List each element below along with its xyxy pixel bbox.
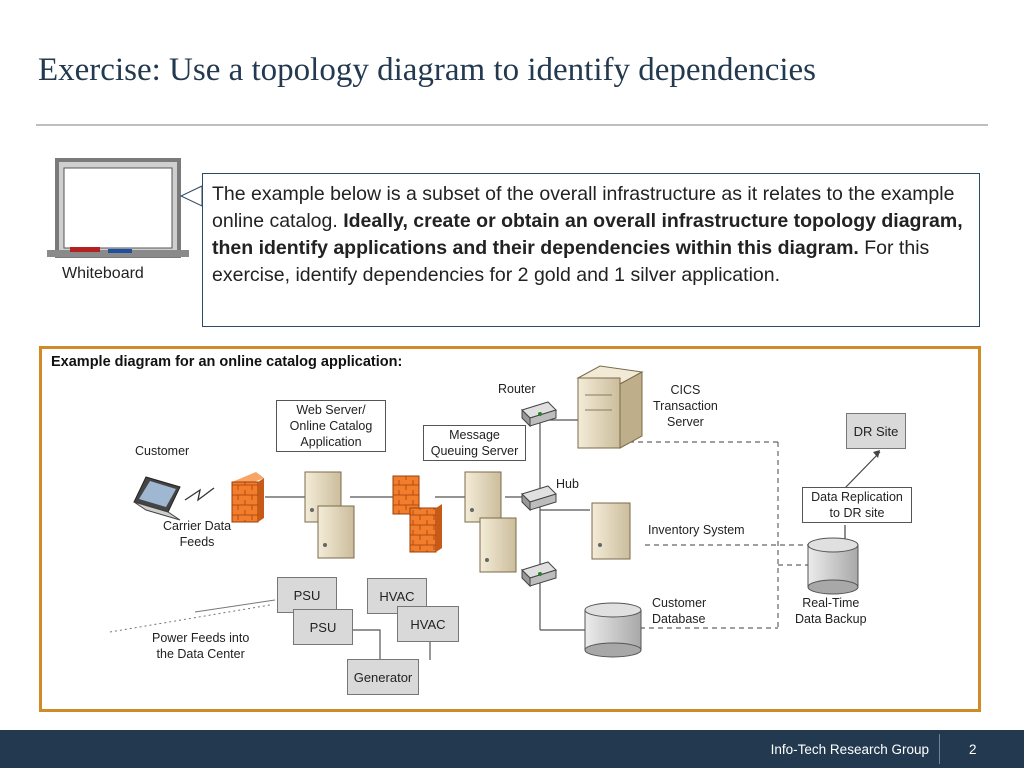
psu-box-2: PSU: [293, 609, 353, 645]
power-feed-line: [109, 604, 271, 633]
whiteboard-label: Whiteboard: [62, 265, 144, 282]
mq-server-label: Message Queuing Server: [423, 425, 526, 461]
carrier-feed-icon: [184, 487, 215, 502]
generator-box: Generator: [347, 659, 419, 695]
web-server-label: Web Server/ Online Catalog Application: [276, 400, 386, 452]
instruction-callout: The example below is a subset of the ove…: [202, 173, 980, 327]
footer-company: Info-Tech Research Group: [770, 742, 929, 757]
inventory-label: Inventory System: [648, 523, 745, 537]
inventory-server-icon: [591, 502, 631, 560]
cics-server-icon: [576, 365, 644, 449]
firewall-pair-icon: [392, 475, 442, 553]
power-feeds-label: Power Feeds into the Data Center: [152, 631, 250, 661]
data-replication-label: Data Replication to DR site: [802, 487, 912, 523]
replication-links: [620, 441, 810, 629]
psu-box-1: PSU: [277, 577, 337, 613]
hvac-box-2: HVAC: [397, 606, 459, 642]
title-divider: [36, 124, 988, 126]
hub-icon: [521, 485, 557, 512]
diagram-frame: [39, 346, 981, 712]
callout-text-end: For this exercise, identify dependencies…: [212, 237, 930, 286]
customer-database-icon: [584, 602, 642, 658]
callout-text-intro: The example below is a subset of the ove…: [212, 183, 955, 232]
router-icon: [521, 401, 557, 428]
dr-site-box: DR Site: [846, 413, 906, 449]
mq-server-icon: [464, 471, 517, 573]
hub-label: Hub: [556, 477, 579, 491]
diagram-heading: Example diagram for an online catalog ap…: [51, 354, 403, 370]
customer-db-label: Customer Database: [652, 596, 707, 626]
firewall-icon: [231, 472, 264, 523]
whiteboard-icon: [47, 158, 189, 258]
customer-label: Customer: [135, 444, 190, 458]
backup-database-icon: [807, 537, 859, 595]
cics-label: CICS Transaction Server: [653, 383, 718, 429]
slide-title: Exercise: Use a topology diagram to iden…: [38, 52, 816, 88]
page-number: 2: [969, 742, 977, 757]
carrier-feeds-label: Carrier Data Feeds: [163, 519, 232, 549]
callout-text-bold: Ideally, create or obtain an overall inf…: [212, 210, 963, 259]
footer-bar: [0, 730, 1024, 768]
laptop-icon: [133, 476, 181, 521]
web-server-icon: [304, 471, 355, 559]
router-2-icon: [521, 561, 557, 588]
footer-separator: [939, 734, 940, 764]
dr-arrow: [844, 451, 881, 489]
router-label: Router: [498, 382, 536, 396]
network-links: [265, 419, 590, 631]
realtime-backup-label: Real-Time Data Backup: [795, 596, 867, 626]
